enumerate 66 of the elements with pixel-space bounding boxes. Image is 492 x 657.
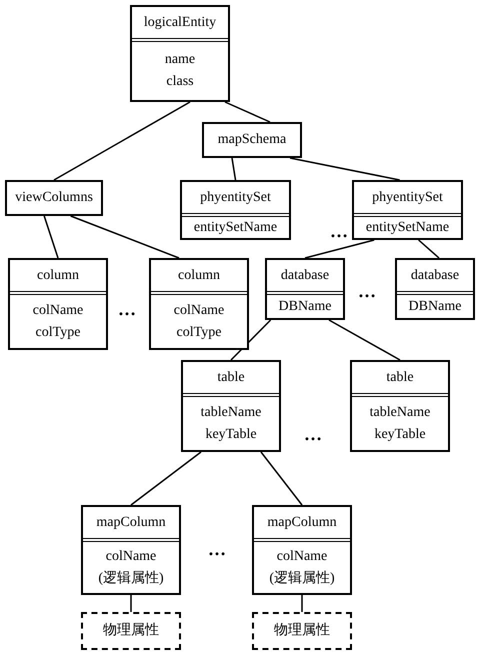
attribute-text: colName bbox=[106, 548, 156, 566]
dashed-box bbox=[81, 612, 181, 650]
attribute-text: entitySetName bbox=[366, 218, 450, 236]
dashed-box bbox=[252, 612, 352, 650]
attribute-text: (逻辑属性) bbox=[98, 570, 164, 588]
entity-box bbox=[252, 505, 352, 595]
entity-name: database bbox=[280, 268, 330, 282]
attribute-text: class bbox=[166, 73, 194, 91]
entity-name: table bbox=[386, 370, 414, 384]
connector-line bbox=[301, 595, 303, 612]
attribute-text: (逻辑属性) bbox=[269, 570, 335, 588]
attribute-text: keyTable bbox=[374, 426, 426, 444]
entity-name: column bbox=[37, 268, 79, 282]
entity-name: phyentitySet bbox=[200, 190, 271, 204]
connector-line bbox=[260, 452, 303, 506]
connector-line bbox=[304, 239, 374, 259]
entity-name: mapColumn bbox=[96, 516, 166, 530]
entity-box bbox=[202, 122, 302, 158]
entity-box bbox=[8, 258, 108, 350]
connector-line bbox=[70, 215, 180, 259]
entity-name: table bbox=[217, 370, 245, 384]
ellipsis-text: … bbox=[208, 540, 226, 558]
ellipsis-text: … bbox=[358, 282, 376, 300]
connector-line bbox=[418, 239, 440, 259]
ellipsis-text: … bbox=[330, 222, 348, 240]
entity-box bbox=[181, 360, 281, 452]
connector-line bbox=[54, 101, 190, 181]
entity-box bbox=[149, 258, 249, 350]
entity-name: mapColumn bbox=[267, 516, 337, 530]
entity-box bbox=[130, 5, 230, 102]
entity-box bbox=[352, 180, 463, 240]
entity-name: mapSchema bbox=[218, 133, 286, 147]
entity-name: database bbox=[410, 268, 460, 282]
attribute-text: 物理属性 bbox=[274, 624, 330, 638]
attribute-text: colName bbox=[174, 302, 224, 320]
entity-name: logicalEntity bbox=[144, 16, 216, 30]
attribute-text: keyTable bbox=[205, 426, 257, 444]
entity-box bbox=[180, 180, 291, 240]
attribute-text: colName bbox=[276, 548, 328, 566]
entity-box bbox=[265, 258, 345, 320]
connector-line bbox=[231, 158, 236, 180]
connector-line bbox=[290, 157, 400, 181]
attribute-text: colName bbox=[32, 302, 84, 320]
attribute-text: DBName bbox=[278, 298, 332, 316]
attribute-text: colType bbox=[176, 324, 222, 342]
attribute-text: entitySetName bbox=[194, 218, 278, 236]
connector-line bbox=[130, 595, 132, 612]
entity-box bbox=[395, 258, 475, 320]
ellipsis-text: … bbox=[118, 300, 136, 318]
entity-box bbox=[5, 180, 103, 216]
connector-line bbox=[43, 216, 59, 258]
connector-line bbox=[224, 101, 270, 123]
attribute-text: name bbox=[164, 51, 196, 69]
ellipsis-text: … bbox=[304, 425, 322, 443]
connector-line bbox=[328, 319, 400, 361]
entity-name: column bbox=[178, 268, 220, 282]
attribute-text: tableName bbox=[370, 404, 430, 422]
entity-box bbox=[350, 360, 450, 452]
attribute-text: DBName bbox=[408, 298, 462, 316]
attribute-text: tableName bbox=[200, 404, 262, 422]
connector-line bbox=[130, 451, 202, 506]
entity-name: viewColumns bbox=[15, 191, 93, 205]
attribute-text: colType bbox=[36, 324, 80, 342]
entity-box bbox=[81, 505, 181, 595]
attribute-text: 物理属性 bbox=[103, 624, 159, 638]
entity-name: phyentitySet bbox=[372, 190, 443, 204]
